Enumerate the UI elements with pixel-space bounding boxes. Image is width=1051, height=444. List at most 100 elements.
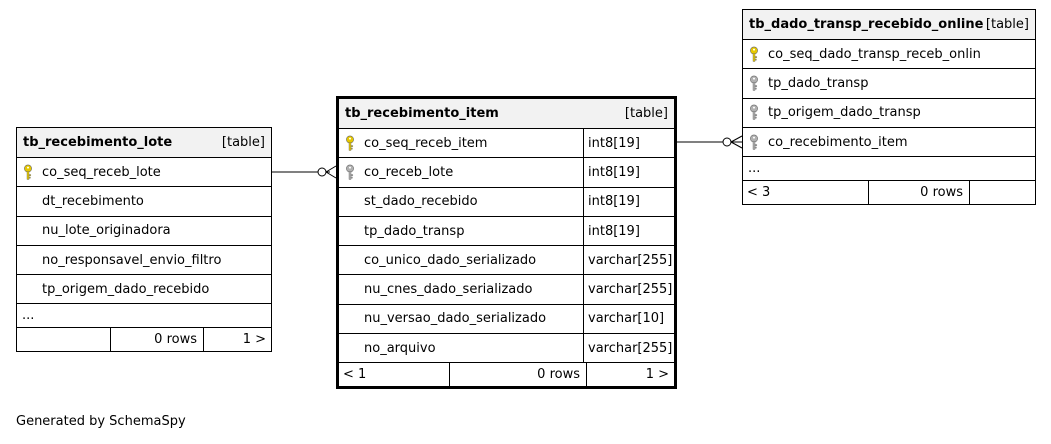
column-row[interactable]: no_arquivo varchar[255] [339, 334, 674, 364]
footer-parents[interactable]: < 1 [339, 363, 450, 387]
column-row[interactable]: dt_recebimento [17, 187, 271, 217]
column-type: int8[19] [583, 129, 674, 158]
column-name: tp_origem_dado_transp [768, 105, 921, 121]
column-row[interactable]: co_seq_dado_transp_receb_onlin [743, 40, 1035, 70]
key-foreign-icon [749, 104, 768, 122]
column-cell: tp_origem_dado_recebido [17, 275, 271, 303]
footer-children[interactable]: 1 > [242, 332, 266, 348]
crowfoot-marker [325, 165, 337, 173]
column-name: tp_origem_dado_recebido [42, 281, 210, 297]
key-primary-icon [23, 163, 42, 181]
relationship-lote-item [271, 165, 337, 179]
column-cell: no_arquivo [339, 334, 583, 362]
table-kind: [table] [221, 135, 265, 150]
column-type: varchar[255] [583, 246, 674, 275]
zero-optional-marker [722, 137, 732, 147]
column-list: co_seq_receb_item int8[19] co_receb_lote in… [339, 129, 674, 364]
column-name: co_receb_lote [364, 164, 454, 180]
column-name: dt_recebimento [42, 193, 144, 209]
column-type: varchar[255] [583, 275, 674, 304]
column-cell: co_seq_receb_item [339, 129, 583, 157]
key-slot [23, 192, 42, 210]
footer-parents[interactable]: < 3 [743, 181, 869, 205]
table-kind: [table] [985, 17, 1029, 32]
column-row[interactable]: nu_cnes_dado_serializado varchar[255] [339, 275, 674, 305]
column-cell: no_responsavel_envio_filtro [17, 246, 271, 274]
footer-row-count: 0 rows [111, 328, 204, 352]
key-slot [23, 280, 42, 298]
footer-row-count: 0 rows [869, 181, 970, 205]
column-type: varchar[255] [583, 334, 674, 363]
column-cell: co_seq_dado_transp_receb_onlin [743, 40, 1035, 68]
column-cell: co_unico_dado_serializado [339, 246, 583, 274]
table-tb-recebimento-lote[interactable]: tb_recebimento_lote [table] co_seq_receb… [16, 127, 272, 353]
key-foreign-icon [345, 163, 364, 181]
more-columns-ellipsis: ... [743, 157, 1035, 182]
key-slot [23, 222, 42, 240]
key-primary-icon [749, 45, 768, 63]
key-slot [345, 310, 364, 328]
column-cell: tp_dado_transp [743, 69, 1035, 97]
column-cell: tp_dado_transp [339, 217, 583, 245]
column-cell: nu_versao_dado_serializado [339, 305, 583, 333]
table-header: tb_dado_transp_recebido_online [table] [743, 10, 1035, 40]
key-slot [345, 281, 364, 299]
column-list: co_seq_dado_transp_receb_onlin tp_dado_tr… [743, 40, 1035, 158]
column-name: tp_dado_transp [364, 223, 465, 239]
column-row[interactable]: co_seq_receb_lote [17, 158, 271, 188]
table-footer: < 3 0 rows [743, 181, 1035, 205]
column-row[interactable]: tp_origem_dado_transp [743, 99, 1035, 128]
footer-children[interactable] [970, 181, 1035, 204]
column-name: tp_dado_transp [768, 75, 869, 91]
table-name[interactable]: tb_recebimento_lote [23, 135, 173, 150]
table-header: tb_recebimento_lote [table] [17, 128, 271, 158]
key-slot [345, 222, 364, 240]
column-name: no_responsavel_envio_filtro [42, 252, 222, 268]
footer-parents[interactable] [17, 328, 111, 352]
column-name: co_seq_receb_item [364, 135, 488, 151]
column-type: varchar[10] [583, 304, 674, 334]
column-row[interactable]: co_receb_lote int8[19] [339, 158, 674, 188]
column-name: co_unico_dado_serializado [364, 252, 537, 268]
key-slot [345, 339, 364, 357]
column-list: co_seq_receb_lote dt_recebimento nu_lote_o… [17, 158, 271, 305]
key-slot [23, 251, 42, 269]
table-kind: [table] [624, 106, 668, 121]
column-cell: co_recebimento_item [743, 128, 1035, 156]
column-name: nu_lote_originadora [42, 223, 171, 239]
column-cell: st_dado_recebido [339, 188, 583, 216]
table-tb-dado-transp-recebido-online[interactable]: tb_dado_transp_recebido_online [table] c… [742, 9, 1036, 206]
crowfoot-marker [730, 135, 743, 143]
column-row[interactable]: co_unico_dado_serializado varchar[255] [339, 246, 674, 276]
footer-row-count: 0 rows [450, 363, 587, 387]
column-cell: dt_recebimento [17, 187, 271, 215]
column-row[interactable]: no_responsavel_envio_filtro [17, 246, 271, 276]
key-foreign-icon [749, 133, 768, 151]
table-name[interactable]: tb_recebimento_item [345, 106, 499, 121]
generated-by-label: Generated by SchemaSpy [16, 414, 186, 429]
table-name[interactable]: tb_dado_transp_recebido_online [749, 17, 984, 32]
column-row[interactable]: co_recebimento_item [743, 128, 1035, 158]
key-primary-icon [345, 134, 364, 152]
column-cell: co_seq_receb_lote [17, 158, 271, 186]
table-tb-recebimento-item[interactable]: tb_recebimento_item [table] co_seq_receb… [336, 96, 677, 390]
column-cell: tp_origem_dado_transp [743, 99, 1035, 127]
column-name: co_seq_receb_lote [42, 164, 161, 180]
relationship-item-online [676, 135, 743, 149]
key-slot [345, 193, 364, 211]
column-row[interactable]: co_seq_receb_item int8[19] [339, 129, 674, 159]
footer-children[interactable]: 1 > [645, 367, 669, 383]
more-columns-ellipsis: ... [17, 304, 271, 329]
key-slot [345, 251, 364, 269]
column-name: nu_cnes_dado_serializado [364, 282, 533, 298]
column-row[interactable]: tp_origem_dado_recebido [17, 275, 271, 305]
column-name: st_dado_recebido [364, 194, 478, 210]
column-row[interactable]: nu_lote_originadora [17, 217, 271, 246]
column-type: int8[19] [583, 158, 674, 187]
column-name: no_arquivo [364, 340, 436, 356]
column-row[interactable]: tp_dado_transp [743, 69, 1035, 99]
